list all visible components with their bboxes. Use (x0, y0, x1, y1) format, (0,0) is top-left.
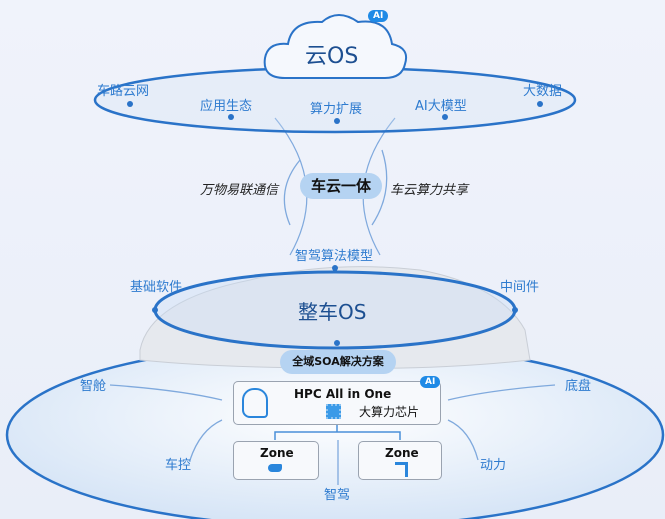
cloud-os-title: 云OS (305, 44, 359, 69)
chip-label: 大算力芯片 (359, 405, 420, 419)
ai-badge: AI (420, 376, 441, 388)
arm-icon (268, 464, 282, 472)
hpc-label: HPC All in One (294, 387, 392, 401)
domain-power: 动力 (480, 458, 507, 473)
ai-badge: AI (368, 10, 389, 22)
domain-chassis: 底盘 (565, 379, 592, 394)
vehicle-cloud-integration: 车云一体 (300, 173, 382, 199)
link-right-label: 车云算力共享 (390, 183, 469, 198)
domain-cabin: 智舱 (80, 379, 107, 394)
chip-icon (326, 404, 341, 419)
zone-label: Zone (260, 446, 294, 460)
vehicle-os-title: 整车OS (298, 300, 367, 324)
link-left-label: 万物易联通信 (200, 183, 279, 198)
ring-label: 车路云网 (97, 84, 150, 99)
ring-label: 大数据 (523, 84, 563, 99)
ring-label: 应用生态 (200, 99, 253, 114)
seat-icon (395, 462, 408, 477)
vehicle-os-left-label: 基础软件 (130, 280, 183, 295)
soa-title: 全域SOA解决方案 (280, 350, 396, 374)
link-bottom-label: 智驾算法模型 (295, 249, 374, 264)
ring-label: 算力扩展 (310, 102, 363, 117)
domain-control: 车控 (165, 458, 192, 473)
zone-box: Zone (233, 441, 319, 480)
ring-label: AI大模型 (415, 99, 467, 114)
vehicle-os-right-label: 中间件 (500, 280, 540, 295)
zone-box: Zone (358, 441, 442, 480)
hpc-box: HPC All in One 大算力芯片 (233, 381, 441, 425)
cloud-icon (263, 14, 408, 79)
smart-driving-label: 智驾 (324, 488, 351, 503)
zone-label: Zone (385, 446, 419, 460)
brain-head-icon (242, 388, 268, 418)
